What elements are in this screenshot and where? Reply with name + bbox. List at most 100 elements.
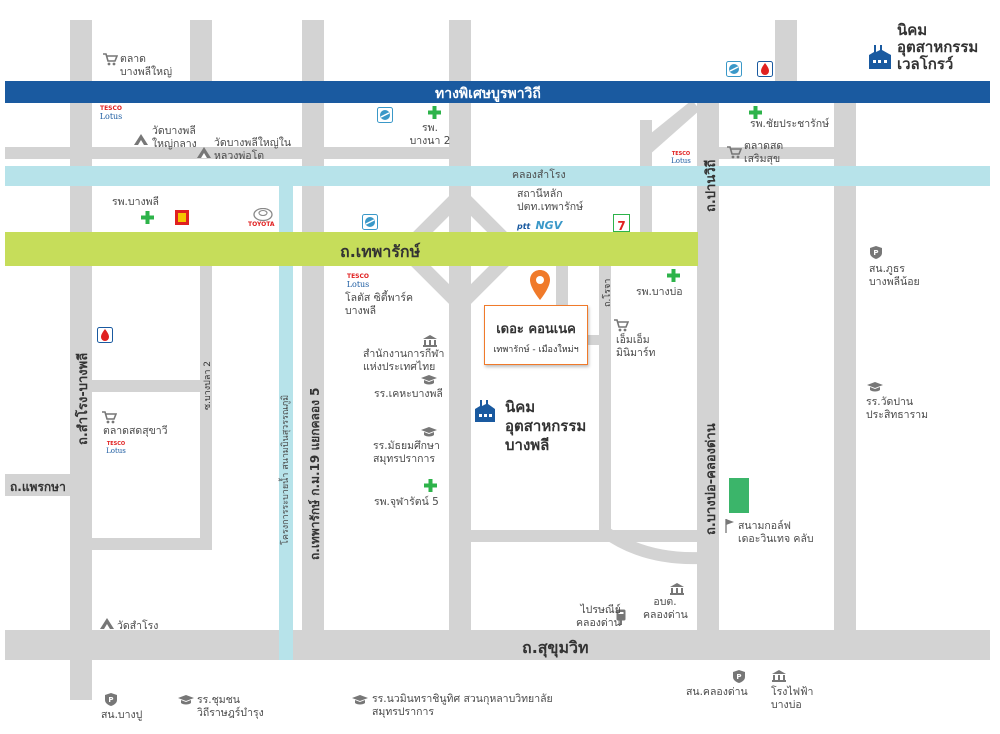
- project-name: เดอะ คอนเนค: [496, 322, 576, 337]
- svg-text:P: P: [873, 249, 878, 257]
- location-pin-icon: [530, 270, 550, 300]
- police-badge-icon: P: [105, 693, 117, 706]
- road-bottom-link: [471, 530, 611, 542]
- place-rp-bangbo: รพ.บางบ่อ: [636, 286, 683, 298]
- road-diamond-interchange: [400, 190, 520, 310]
- tesco-lotus-logo: TESCO Lotus: [106, 441, 126, 455]
- road-phraeksa: [5, 474, 70, 496]
- tesco-lotus-logo: TESCO Lotus: [671, 151, 691, 165]
- factory-icon: [869, 45, 891, 69]
- place-rp-chaiyaprasit: รพ.ชัยประชารักษ์: [750, 118, 830, 130]
- road-diagonal-ne: [640, 100, 700, 156]
- hospital-cross-icon: [141, 211, 154, 224]
- place-sanamkila: สำนักงานการกีฬา แห่งประเทศไทย: [363, 348, 445, 373]
- irrigation-canal: [279, 186, 293, 660]
- sukhumvit-label: ถ.สุขุมวิท: [522, 638, 589, 657]
- place-rp-jularat5: รพ.จุฬารัตน์ 5: [374, 496, 439, 508]
- temple-icon: [100, 618, 114, 629]
- shopping-cart-icon: [102, 411, 117, 424]
- golf-course-area: [729, 478, 749, 513]
- place-rr-navamin: รร.นวมินทราชินูทิศ สวนกุหลาบวิทยาลัย สมุ…: [372, 693, 553, 718]
- graduation-cap-icon: [352, 695, 368, 705]
- road-soi-rocha: [599, 265, 611, 530]
- place-rp-bangphli: รพ.บางพลี: [112, 196, 159, 208]
- road-sukhumvit: [5, 630, 990, 660]
- place-rr-kheha: รร.เคหะบางพลี: [374, 388, 443, 400]
- pan-withi-label: ถ.ปานวิถี: [704, 159, 719, 212]
- toyota-logo-icon: [253, 208, 273, 221]
- hospital-cross-icon: [424, 479, 437, 492]
- shopping-cart-icon: [727, 146, 742, 159]
- svg-text:P: P: [736, 673, 741, 681]
- mailbox-icon: [616, 609, 626, 625]
- police-badge-icon: P: [733, 670, 745, 683]
- government-building-icon: [670, 583, 684, 595]
- place-post-office: ไปรษณีย์ คลองด่าน: [576, 604, 621, 629]
- store-logo-icon: [175, 210, 189, 225]
- road-pan-withi: [697, 100, 719, 660]
- highway-label: ทางพิเศษบูรพาวิถี: [435, 86, 541, 102]
- road-lower-left-horizontal: [90, 538, 210, 550]
- phraeksa-label: ถ.แพรกษา: [10, 480, 66, 494]
- hospital-cross-icon: [667, 269, 680, 282]
- graduation-cap-icon: [178, 695, 194, 705]
- gas-station-icon: [362, 214, 378, 230]
- ptt-ngv-logo: ptt NGV: [517, 219, 563, 232]
- temple-icon: [134, 134, 148, 145]
- theparak-road: [5, 232, 698, 266]
- road-right-bend: [600, 523, 700, 565]
- place-wat-bangphli-yai-klang: วัดบางพลี ใหญ่กลาง: [152, 125, 197, 150]
- government-building-icon: [423, 335, 437, 347]
- soi-rocha-label: ถ.โรจา: [603, 278, 613, 307]
- seven-eleven-logo: 7: [613, 214, 630, 233]
- government-building-icon: [772, 670, 786, 682]
- place-talat-sukhuthawi: ตลาดสดสุขาวี: [103, 425, 168, 437]
- road-right-vertical: [834, 100, 856, 660]
- road-lotus-connector: [324, 147, 449, 159]
- hospital-cross-icon: [749, 106, 762, 119]
- road-top-right-spur: [775, 20, 797, 82]
- soi-bangpla2-label: ซ.บางปลา 2: [203, 361, 213, 410]
- place-talat-bangphli-yai: ตลาด บางพลีใหญ่: [120, 53, 173, 78]
- place-talat-sermsuk: ตลาดสด เสริมสุข: [744, 140, 784, 165]
- place-police-bangpu: สน.บางปู: [101, 709, 143, 721]
- temple-icon: [197, 147, 211, 158]
- graduation-cap-icon: [421, 427, 437, 437]
- police-badge-icon: P: [870, 246, 882, 259]
- factory-icon: [475, 400, 495, 422]
- road-soi-right-1: [719, 147, 834, 159]
- road-center-vertical: [449, 20, 471, 660]
- road-left-block: [200, 265, 212, 550]
- place-mm-minimart: เอ็มเอ็ม มินิมาร์ท: [616, 334, 656, 359]
- place-police-phutsa: สน.ภูธร บางพลีน้อย: [869, 263, 920, 288]
- road-theparak-km19: [302, 20, 324, 660]
- place-amphoe-khlongdan: อบต. คลองด่าน: [643, 596, 688, 621]
- place-rp-bangna2: รพ. บางนา 2: [409, 122, 451, 147]
- project-subtitle: เทพารักษ์ - เมืองใหม่ฯ: [493, 345, 579, 355]
- ptt-station-icon: [97, 327, 113, 343]
- bangbo-khlongdan-label: ถ.บางบ่อ-คลองด่าน: [704, 423, 719, 535]
- place-golf: สนามกอล์ฟ เดอะวินเทจ คลับ: [738, 520, 814, 545]
- project-callout: เดอะ คอนเนค เทพารักษ์ - เมืองใหม่ฯ: [484, 305, 588, 365]
- place-wat-bangphli-yai-nai: วัดบางพลีใหญ่ใน หลวงพ่อโต: [214, 137, 292, 162]
- road-samrong-bangphli: [70, 20, 92, 700]
- theparak-label: ถ.เทพารักษ์: [340, 242, 421, 261]
- road-soi-top-left: [5, 147, 303, 159]
- place-rr-chumchon: รร.ชุมชน วิถีราษฎร์บำรุง: [197, 694, 264, 719]
- road-north-spur: [640, 120, 652, 265]
- place-wat-samrong: วัดสำโรง: [117, 620, 159, 632]
- ptt-station-icon: [757, 61, 773, 77]
- tesco-lotus-logo: TESCO Lotus: [99, 105, 123, 121]
- theparak-km19-label: ถ.เทพารักษ์ ก.ม.19 แยกคลอง 5: [308, 387, 322, 560]
- graduation-cap-icon: [867, 382, 883, 392]
- toyota-label: TOYOTA: [248, 221, 275, 228]
- place-rr-wat-pan: รร.วัดปาน ประสิทธาราม: [866, 396, 929, 421]
- road-left-upper: [190, 20, 212, 82]
- shopping-cart-icon: [614, 319, 629, 332]
- place-rr-mahidol: รร.มัธยมศึกษา สมุทรปราการ: [373, 440, 440, 465]
- svg-text:P: P: [108, 696, 113, 704]
- place-ptt-station: สถานีหลัก ปตท.เทพารักษ์: [517, 188, 583, 213]
- industrial-estate-wellgrow: นิคม อุตสาหกรรม เวลโกรว์: [897, 21, 979, 73]
- khlong-samrong: [5, 166, 990, 186]
- irrigation-canal-label: โครงการระบายน้ำ สนามบินสุวรรณภูมิ: [281, 394, 291, 545]
